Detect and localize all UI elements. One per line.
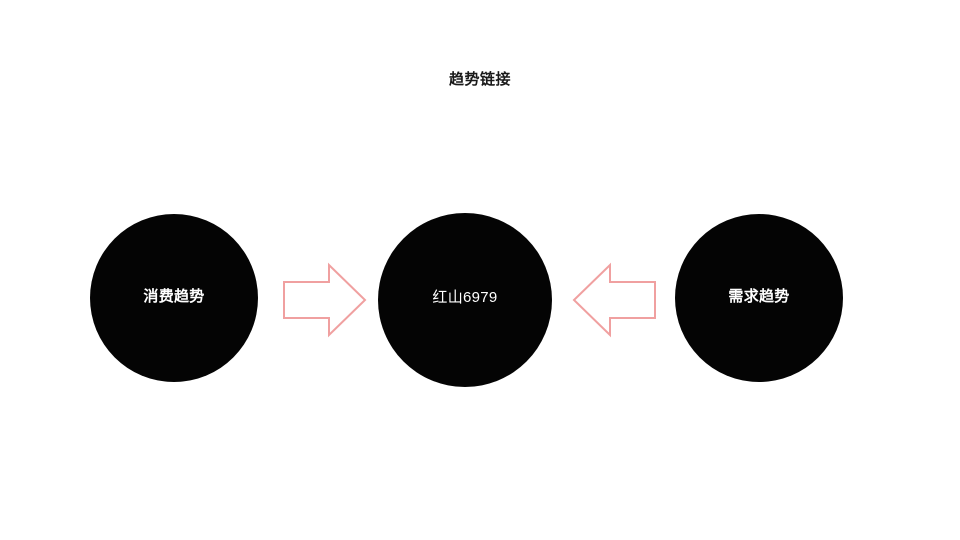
arrow-right-icon — [283, 262, 367, 338]
node-consumption-trend[interactable]: 消费趋势 — [90, 214, 258, 382]
node-label: 需求趋势 — [728, 288, 790, 305]
node-demand-trend[interactable]: 需求趋势 — [675, 214, 843, 382]
arrow-left-icon — [572, 262, 656, 338]
page-title: 趋势链接 — [448, 71, 511, 88]
node-label: 消费趋势 — [143, 288, 205, 305]
node-hongshan-6979[interactable]: 红山6979 — [378, 213, 552, 387]
node-label: 红山6979 — [432, 289, 498, 306]
